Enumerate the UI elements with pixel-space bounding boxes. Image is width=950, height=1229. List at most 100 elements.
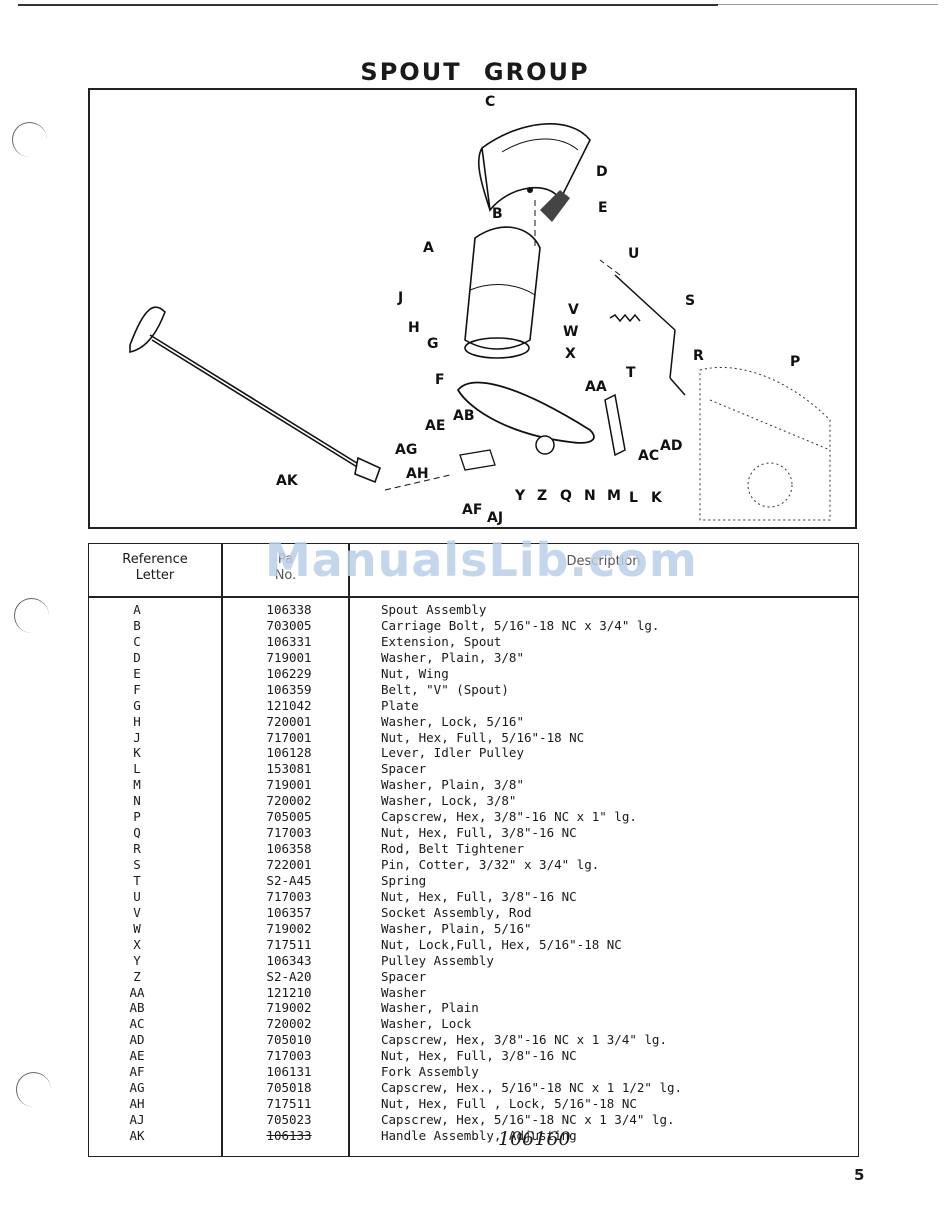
ref-letter: B xyxy=(133,617,141,633)
part-number: 720002 xyxy=(266,1016,312,1032)
header-text: Reference xyxy=(122,552,188,567)
part-description: Washer, Plain, 3/8" xyxy=(381,777,524,793)
ref-letter: Q xyxy=(133,825,141,841)
diagram-label: M xyxy=(607,488,621,504)
diagram-label: P xyxy=(790,354,800,370)
part-number: 719001 xyxy=(266,649,312,665)
handwritten-correction: 106160 xyxy=(498,1128,571,1150)
ref-letter: T xyxy=(133,872,141,888)
punch-hole-mark xyxy=(12,122,47,157)
part-description: Washer, Plain, 5/16" xyxy=(381,920,532,936)
part-description: Washer, Plain, 3/8" xyxy=(381,649,524,665)
ref-letter: V xyxy=(133,904,141,920)
adjusting-handle-drawing xyxy=(129,306,382,484)
diagram-label: E xyxy=(598,200,608,216)
pulley-drawing xyxy=(535,435,555,455)
ref-letter: E xyxy=(133,665,141,681)
diagram-label: Z xyxy=(537,488,547,504)
header-part-number: Pa No. xyxy=(223,552,348,584)
ref-letter: P xyxy=(133,809,141,825)
part-description: Pulley Assembly xyxy=(381,952,494,968)
diagram-label: AD xyxy=(660,438,682,454)
table-row: W 719002 Washer, Plain, 5/16" xyxy=(89,921,858,937)
part-description: Capscrew, Hex., 5/16"-18 NC x 1 1/2" lg. xyxy=(381,1080,683,1096)
diagram-label: D xyxy=(596,164,608,180)
ref-letter: AJ xyxy=(129,1112,145,1127)
washer-drawing xyxy=(527,187,533,193)
part-description: Nut, Hex, Full , Lock, 5/16"-18 NC xyxy=(381,1096,637,1112)
part-number: 720002 xyxy=(266,793,312,809)
diagram-label: X xyxy=(565,346,576,362)
part-number: 705005 xyxy=(266,809,312,825)
part-description: Handle Assembly, Adjusting xyxy=(381,1127,577,1143)
part-number: 705023 xyxy=(266,1112,312,1127)
diagram-label: N xyxy=(584,488,596,504)
spring-drawing xyxy=(609,313,641,323)
ref-letter: K xyxy=(133,745,141,761)
part-number: 121210 xyxy=(266,984,312,1000)
part-number: 106358 xyxy=(266,841,312,857)
diagram-label: C xyxy=(485,94,495,110)
part-description: Nut, Wing xyxy=(381,665,449,681)
part-description: Washer, Lock xyxy=(381,1016,472,1032)
ref-letter: AC xyxy=(129,1016,145,1032)
part-number: 717003 xyxy=(266,825,312,841)
part-description: Fork Assembly xyxy=(381,1064,479,1080)
diagram-label: AB xyxy=(453,408,475,424)
part-number: 719002 xyxy=(266,1000,312,1016)
part-number: 106331 xyxy=(266,633,312,649)
part-number: 705010 xyxy=(266,1032,312,1048)
part-number: 717003 xyxy=(266,1048,312,1064)
part-description: Lever, Idler Pulley xyxy=(381,745,524,761)
part-description: Nut, Lock,Full, Hex, 5/16"-18 NC xyxy=(381,936,622,952)
table-row: AC 720002 Washer, Lock xyxy=(89,1016,858,1032)
part-description: Nut, Hex, Full, 3/8"-16 NC xyxy=(381,1048,577,1064)
header-reference-letter: Reference Letter xyxy=(89,552,221,584)
part-number: 722001 xyxy=(266,857,312,872)
part-description: Socket Assembly, Rod xyxy=(381,904,532,920)
diagram-label: B xyxy=(492,206,503,222)
diagram-label: T xyxy=(626,365,636,381)
diagram-label: F xyxy=(435,372,445,388)
part-number: 717511 xyxy=(266,1096,312,1112)
part-number: 106338 xyxy=(266,602,312,617)
ref-letter: AD xyxy=(129,1032,145,1048)
part-description: Spacer xyxy=(381,968,427,984)
header-text: Pa xyxy=(277,552,294,567)
diagram-label: R xyxy=(693,348,704,364)
ref-letter: H xyxy=(133,713,141,729)
watermark: ManualsLib.com xyxy=(265,533,698,587)
part-number: 717511 xyxy=(266,936,312,952)
v-belt-drawing xyxy=(456,381,595,444)
part-number: 106133 xyxy=(266,1127,312,1143)
ref-letter: F xyxy=(133,681,141,697)
part-number: 719002 xyxy=(266,920,312,936)
ref-letter: W xyxy=(133,920,141,936)
ref-letter: AA xyxy=(129,984,145,1000)
part-number: 705018 xyxy=(266,1080,312,1096)
diagram-label: J xyxy=(397,290,403,306)
part-description: Washer, Plain xyxy=(381,1000,479,1016)
diagram-label: Y xyxy=(514,488,526,504)
part-description: Belt, "V" (Spout) xyxy=(381,681,509,697)
part-description: Spacer xyxy=(381,761,427,777)
part-number: S2-A20 xyxy=(266,968,312,984)
